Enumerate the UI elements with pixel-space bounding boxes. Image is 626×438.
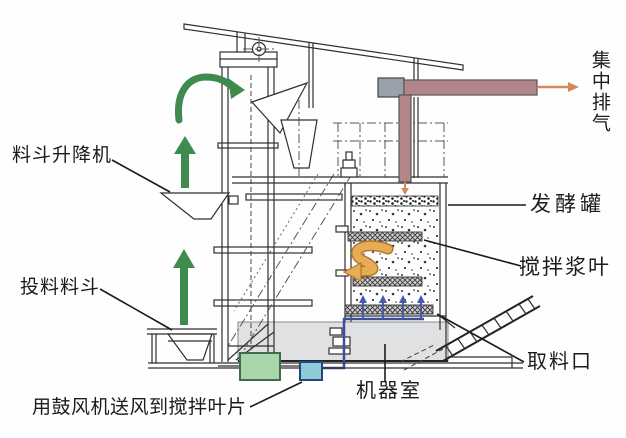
motor-box-green [239, 352, 281, 381]
fermenter-tank [335, 183, 447, 358]
feed-chute [280, 100, 318, 176]
lift-hopper [159, 192, 239, 220]
head-pulley-icon [243, 37, 276, 62]
material-flow-arrows [173, 73, 245, 325]
stirring-spiral-arrow-icon [342, 240, 394, 282]
exhaust-flow-arrow-icon [401, 82, 579, 195]
stirring-paddle-bars [335, 225, 434, 315]
compost-stipple [352, 206, 438, 305]
exhaust-duct [377, 77, 579, 195]
label-hopper-lift: 料斗升降机 [12, 145, 113, 166]
blower-box-blue [299, 361, 323, 381]
elevator-tower [213, 37, 343, 362]
material-surface [351, 195, 439, 207]
label-machine-room: 机器室 [356, 380, 422, 402]
label-material-outlet: 取料口 [527, 351, 593, 373]
machine-room-equipment [328, 327, 351, 355]
label-fermenter-tank: 发酵罐 [530, 192, 605, 216]
feed-hopper [147, 328, 217, 363]
stair-diagonals [227, 173, 353, 351]
blower-units [218, 352, 323, 381]
arrow-up-low-icon [173, 249, 195, 325]
leader-lines [99, 159, 526, 408]
roof [183, 23, 464, 178]
top-platform [232, 122, 448, 184]
arrow-curve-top-icon [174, 73, 245, 124]
label-feed-hopper: 投料料斗 [20, 277, 101, 298]
label-central-exhaust: 集中排气 [588, 50, 610, 134]
discharge-conveyor [399, 295, 541, 371]
label-stirring-paddle: 搅拌浆叶 [519, 255, 611, 279]
tipping-hopper [250, 81, 309, 135]
air-up-arrows [359, 295, 425, 319]
label-blower-note: 用鼓风机送风到搅拌叶片 [32, 397, 247, 418]
arrow-up-mid-icon [174, 136, 196, 188]
